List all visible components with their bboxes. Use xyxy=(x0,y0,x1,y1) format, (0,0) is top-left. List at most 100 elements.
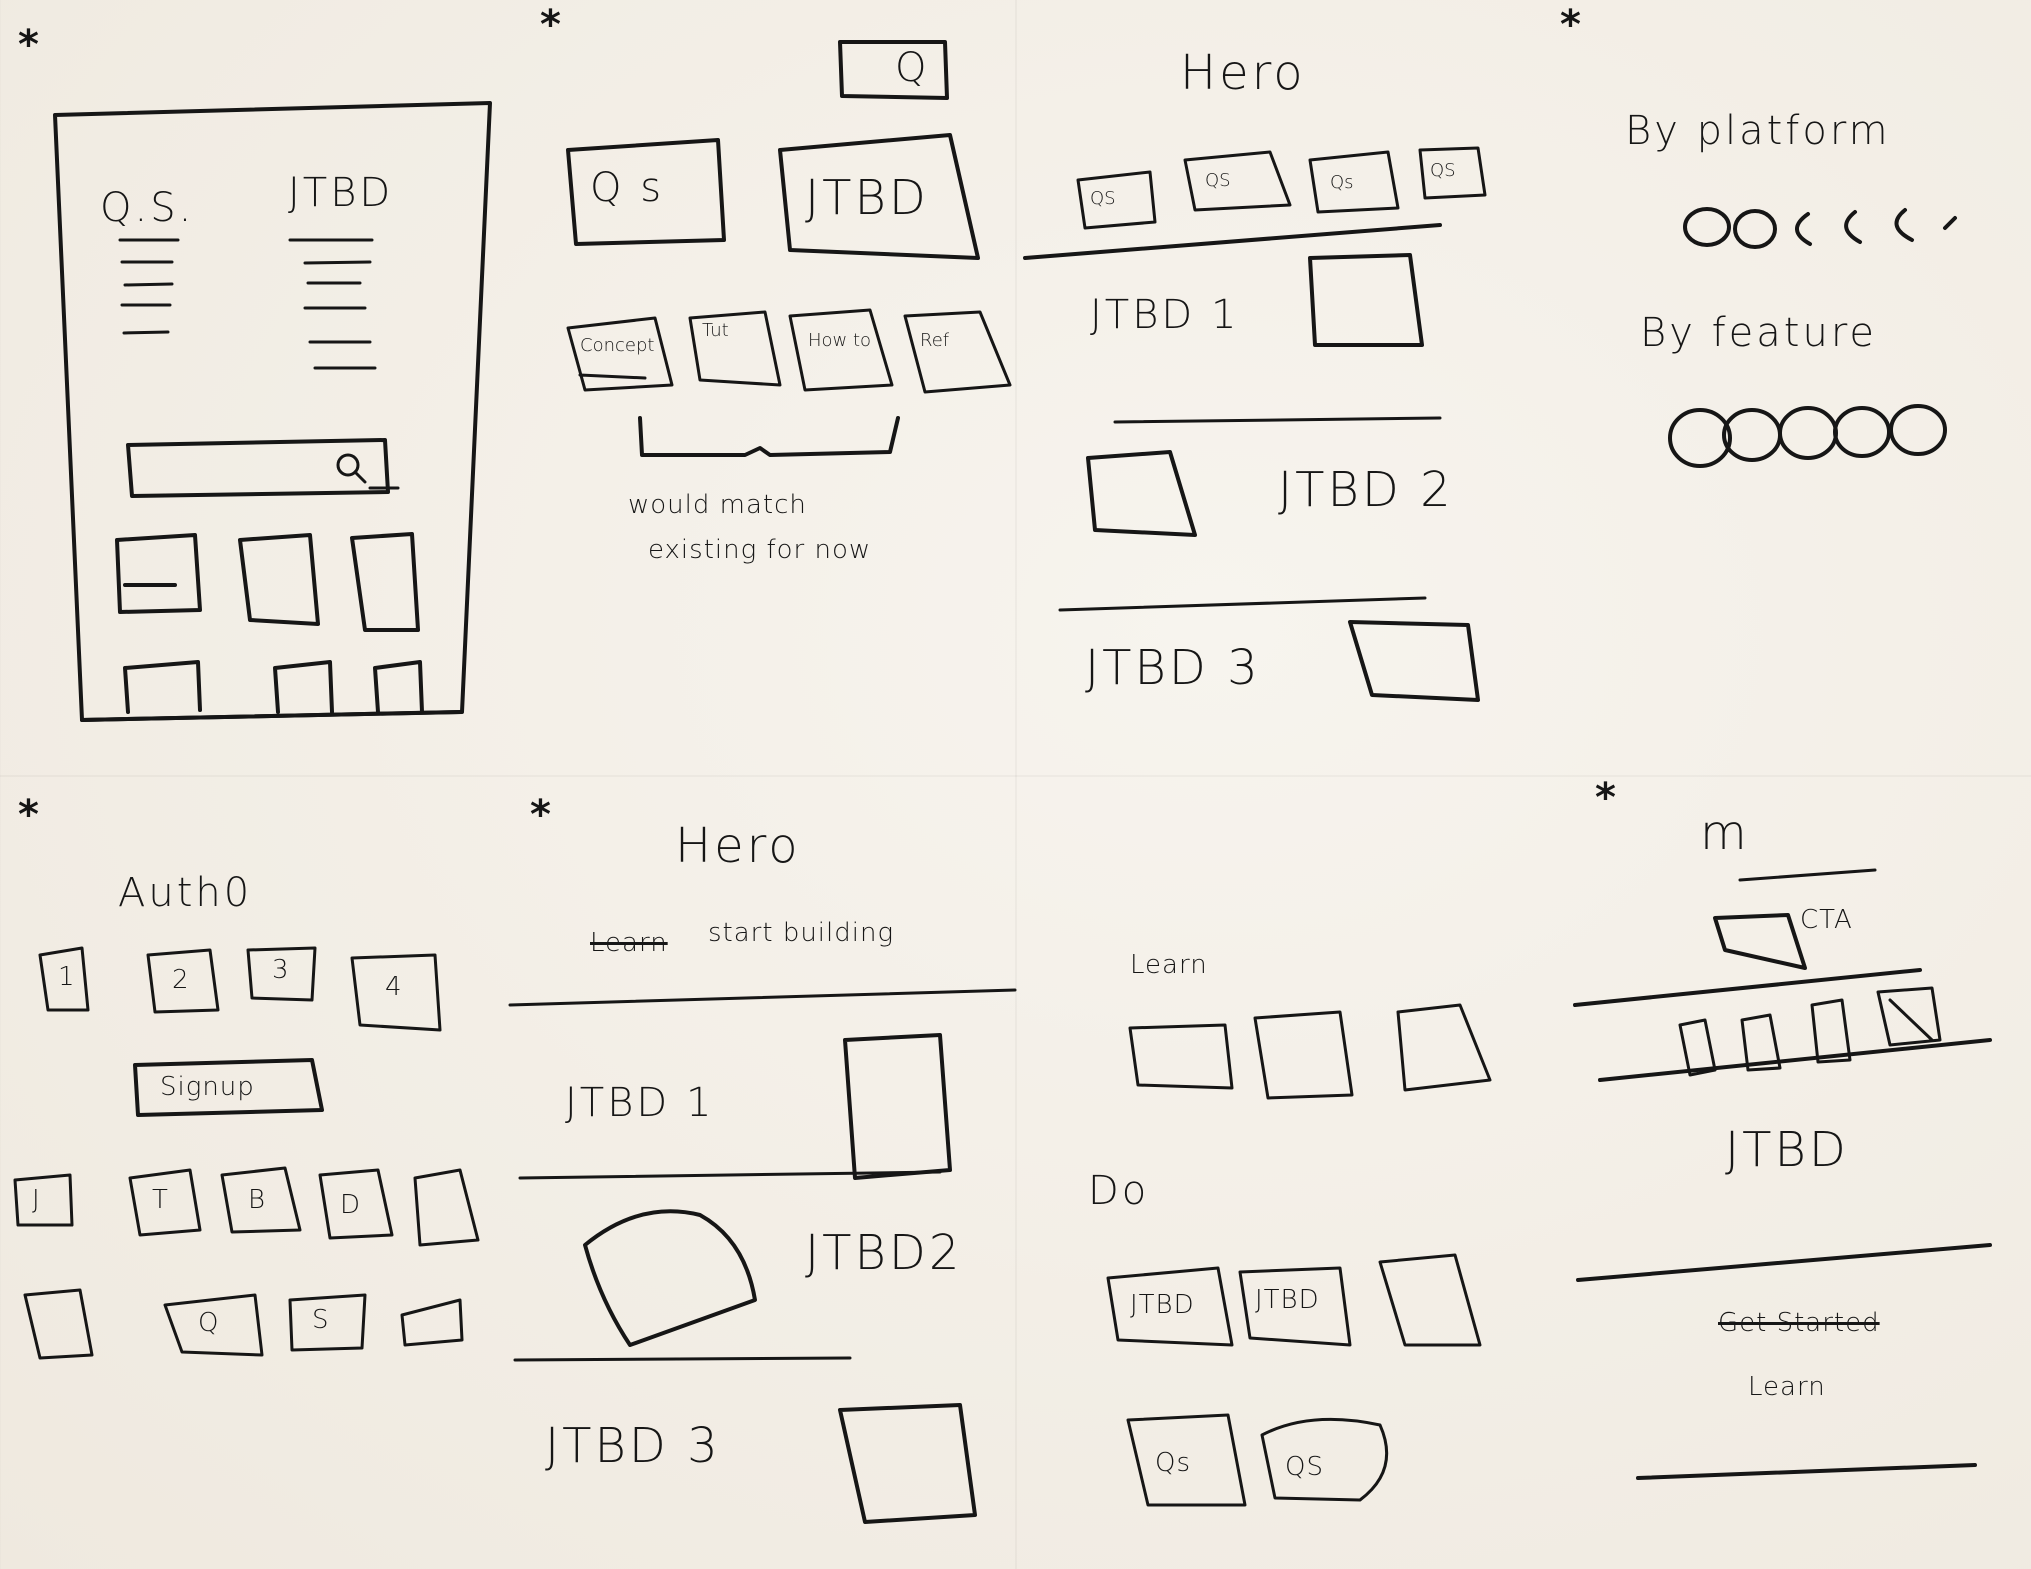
tile-label: Concept xyxy=(580,335,655,356)
card xyxy=(1128,1023,1234,1090)
card xyxy=(1253,1010,1354,1100)
chip xyxy=(1076,170,1157,230)
star-icon: * xyxy=(1595,775,1619,821)
sketch-6-drawing xyxy=(508,988,1017,1524)
qs-box xyxy=(566,138,726,246)
divider xyxy=(1598,1038,1992,1082)
chip-label: QS xyxy=(1205,170,1231,191)
jtbd-row-label: JTBD 1 xyxy=(1090,292,1240,338)
letter-box xyxy=(413,1168,480,1247)
image-placeholder xyxy=(583,1209,757,1347)
auth0-title: Auth0 xyxy=(118,870,253,916)
card xyxy=(350,532,420,632)
star-icon: * xyxy=(1560,2,1584,48)
small-card xyxy=(1740,1013,1782,1072)
feature-circles xyxy=(1668,404,1947,468)
divider xyxy=(1058,596,1427,612)
image-placeholder xyxy=(1308,253,1424,347)
sketch-7-drawing xyxy=(1106,1003,1492,1507)
tile-label: Ref xyxy=(920,330,950,351)
step-box xyxy=(350,953,442,1032)
sketch-4-drawing xyxy=(1668,207,1957,468)
row-box xyxy=(163,1293,264,1357)
sketch-5-drawing xyxy=(13,946,480,1360)
letter-box xyxy=(13,1173,74,1227)
letter-box xyxy=(220,1166,302,1234)
small-card xyxy=(1876,986,1942,1047)
letter-box xyxy=(318,1168,394,1240)
star-icon: * xyxy=(530,792,554,838)
card xyxy=(238,533,320,626)
jtbd-box-label: JTBD xyxy=(805,170,929,226)
cta-button xyxy=(1713,913,1807,970)
scribble-text: m xyxy=(1700,805,1750,861)
letter-label: T xyxy=(152,1185,169,1215)
jtbd-label: JTBD xyxy=(1725,1122,1849,1178)
note-line-2: existing for now xyxy=(648,535,872,565)
divider xyxy=(1636,1463,1977,1480)
step-box xyxy=(146,948,220,1014)
col-label-qs: Q.S. xyxy=(100,185,195,231)
hero-title: Hero xyxy=(675,818,801,874)
jtbd-card-label: JTBD xyxy=(1130,1290,1195,1320)
sketch-8-drawing xyxy=(1573,868,1992,1480)
brace xyxy=(638,416,900,457)
qs-label: Qs xyxy=(1155,1448,1192,1478)
sketch-1-drawing xyxy=(53,101,492,722)
by-platform-label: By platform xyxy=(1625,108,1891,154)
tile xyxy=(688,310,782,387)
search-icon xyxy=(336,453,360,477)
q-label: Q xyxy=(198,1308,220,1338)
letter-box xyxy=(128,1168,202,1237)
divider xyxy=(1573,968,1922,1007)
search-glyph: Q xyxy=(895,45,930,91)
card xyxy=(1396,1003,1492,1092)
letter-label: J xyxy=(32,1185,41,1215)
divider xyxy=(513,1356,852,1362)
search-box xyxy=(838,40,949,100)
search-bar xyxy=(126,438,390,498)
divider xyxy=(508,988,1017,1007)
by-feature-label: By feature xyxy=(1640,310,1877,356)
note-line-1: would match xyxy=(628,490,807,520)
row-box xyxy=(23,1288,94,1360)
image-placeholder xyxy=(843,1033,952,1180)
divider xyxy=(1738,868,1877,882)
card xyxy=(115,533,202,614)
step-box xyxy=(246,946,317,1002)
card xyxy=(1378,1253,1482,1347)
chip-label: QS xyxy=(1430,160,1456,181)
cta-label: CTA xyxy=(1800,905,1853,935)
s-label: S xyxy=(312,1305,330,1335)
small-card xyxy=(1810,998,1852,1064)
jtbd-row-label: JTBD 3 xyxy=(545,1418,721,1474)
card xyxy=(1106,1266,1234,1347)
hero-title: Hero xyxy=(1180,45,1306,101)
image-placeholder xyxy=(1348,620,1480,702)
step-label: 1 xyxy=(58,962,76,992)
tile xyxy=(788,308,894,392)
divider xyxy=(1023,223,1442,260)
qs-box xyxy=(1126,1413,1247,1507)
tile xyxy=(566,316,674,392)
platform-circles xyxy=(1683,207,1957,249)
step-label: 2 xyxy=(172,965,190,995)
card xyxy=(273,660,334,714)
qs-box-label: Q s xyxy=(590,165,665,211)
tile xyxy=(903,310,1012,394)
jtbd-row-label: JTBD 2 xyxy=(1278,462,1454,518)
divider xyxy=(1113,416,1442,424)
chip-label: QS xyxy=(1090,188,1116,209)
tile-label: How to xyxy=(808,330,872,351)
start-building-label: start building xyxy=(708,918,895,948)
do-label: Do xyxy=(1088,1168,1150,1214)
step-label: 4 xyxy=(385,972,403,1002)
qs-box xyxy=(1260,1417,1389,1502)
signup-button xyxy=(133,1058,324,1117)
letter-label: D xyxy=(340,1190,362,1220)
chip xyxy=(1183,150,1292,212)
col-label-jtbd: JTBD xyxy=(288,170,394,216)
jtbd-row-label: JTBD 1 xyxy=(565,1080,715,1126)
jtbd-card-label: JTBD xyxy=(1255,1285,1320,1315)
